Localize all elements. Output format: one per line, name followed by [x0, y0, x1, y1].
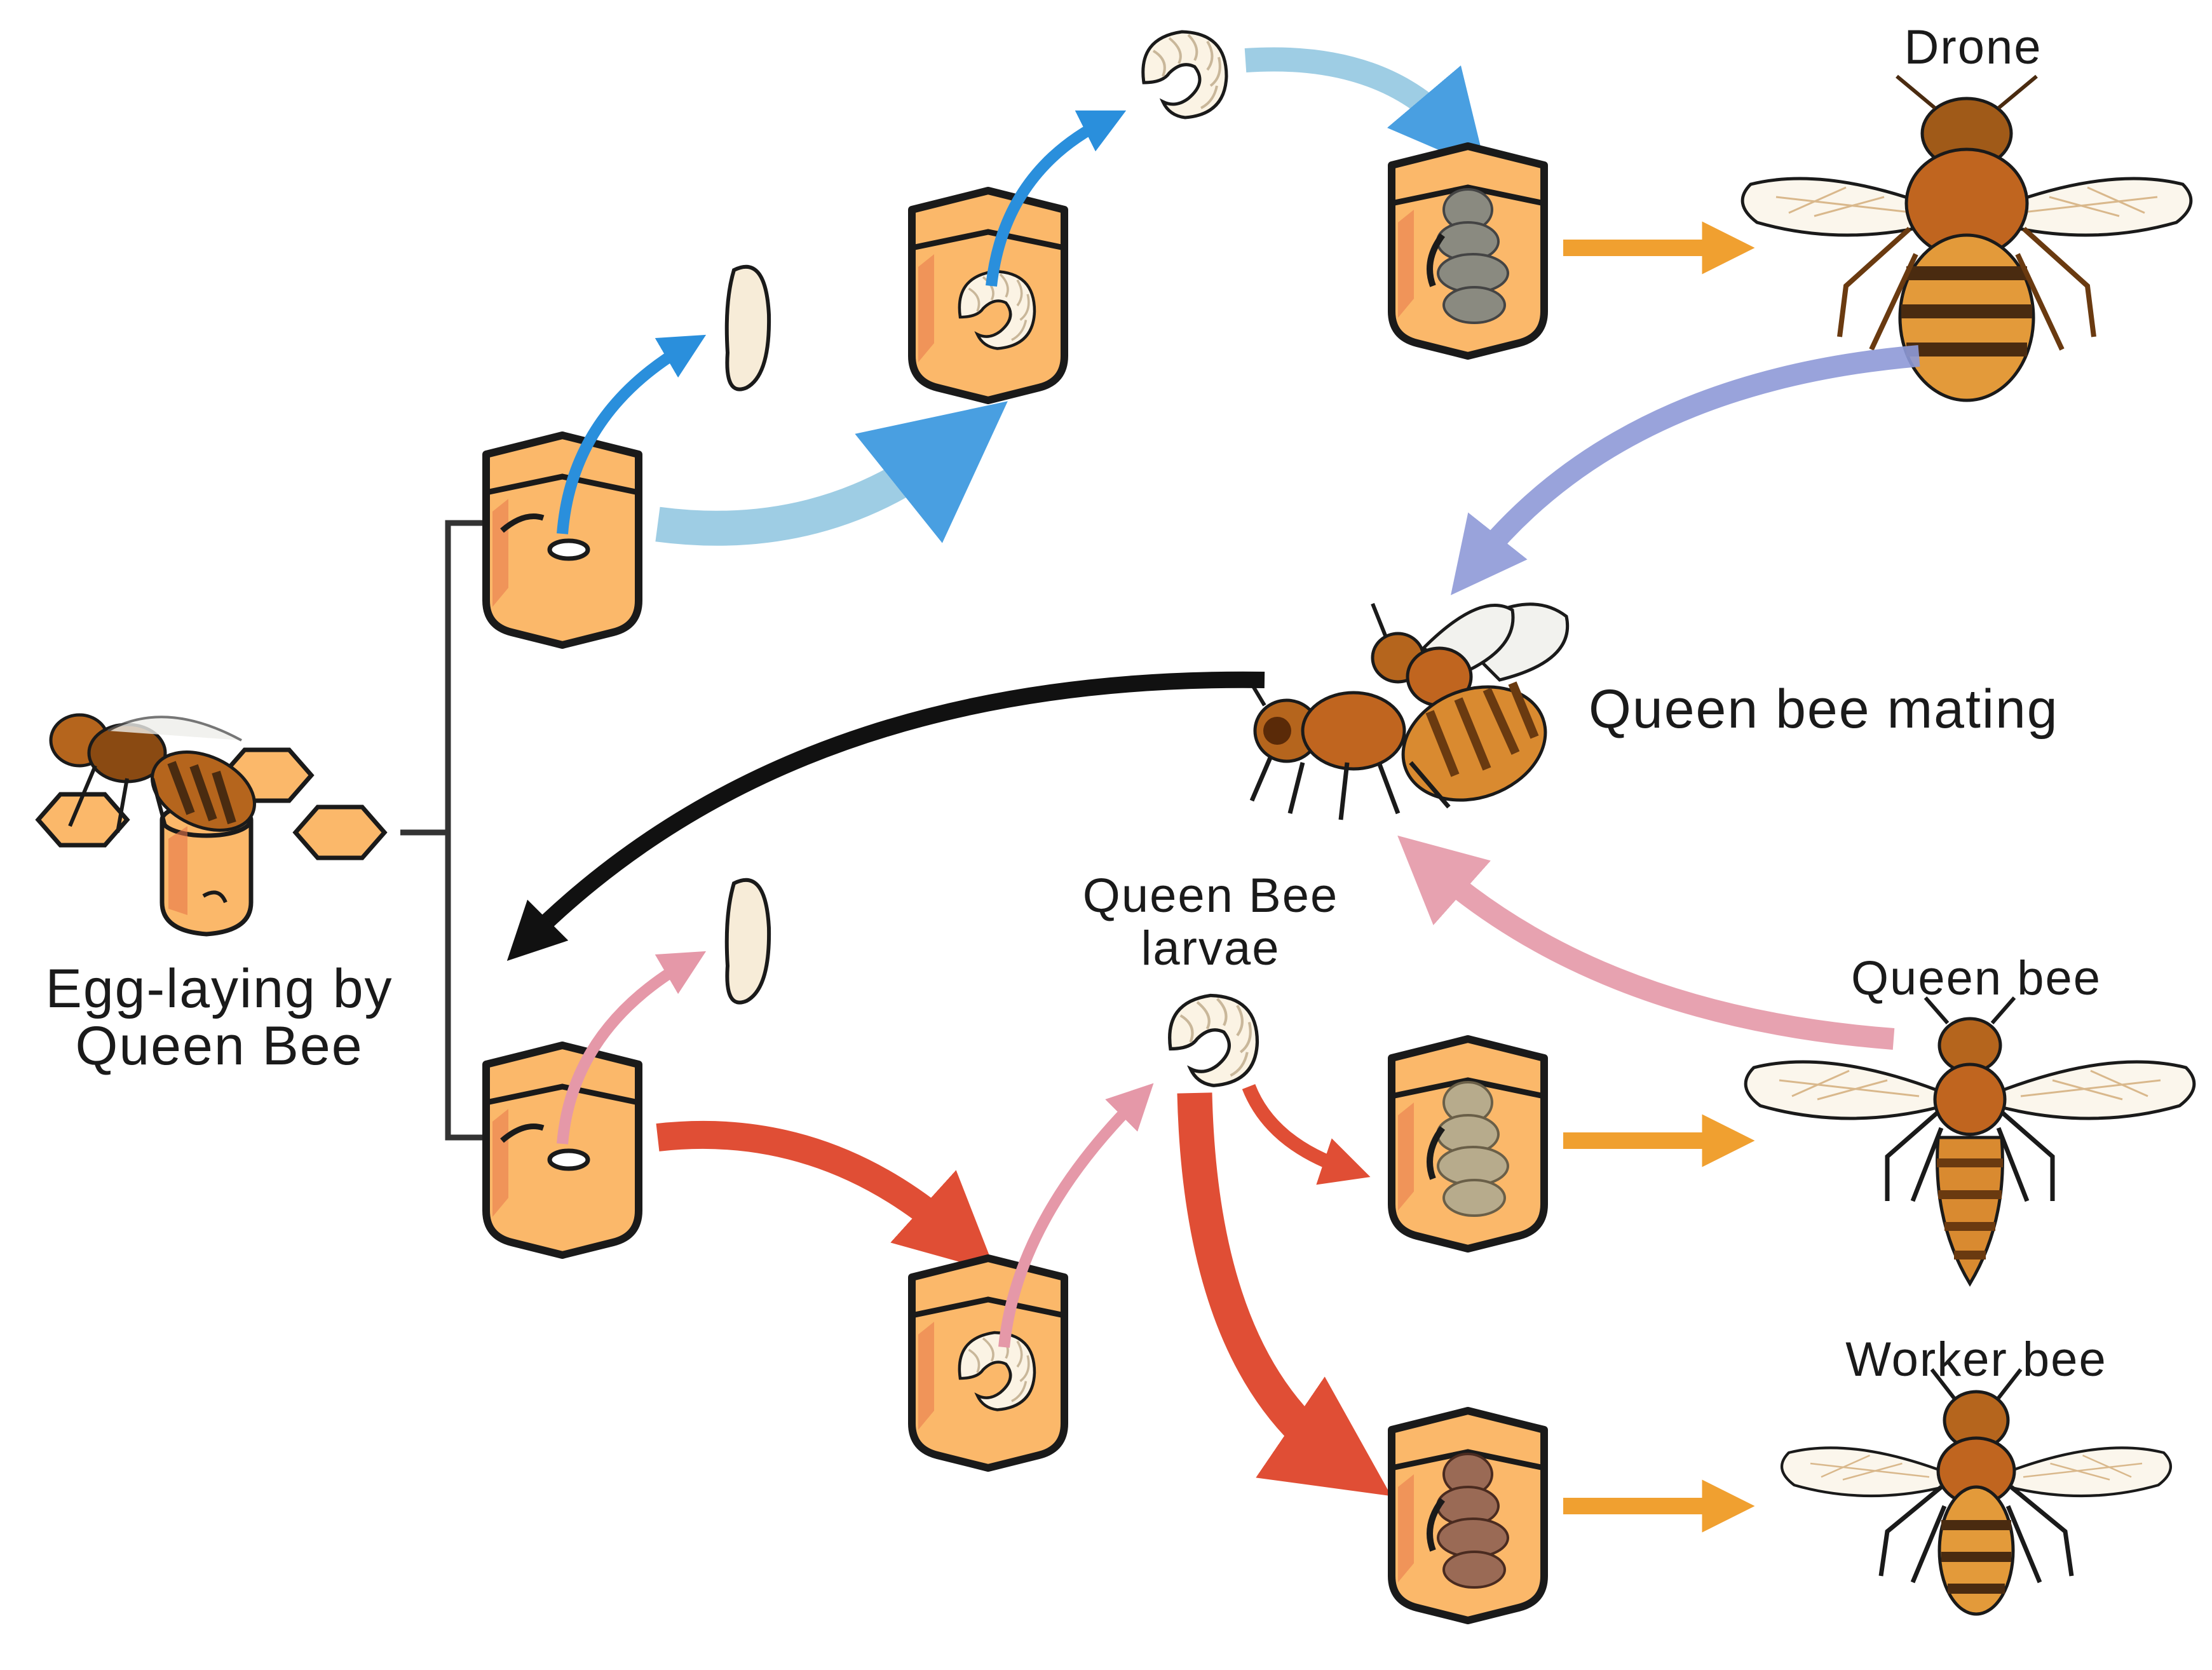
- pupa-cell-icon: [1392, 1411, 1544, 1620]
- larva-icon: [1143, 32, 1226, 118]
- egg-icon: [727, 880, 769, 1003]
- queen-bee-label: Queen bee: [1851, 951, 2101, 1005]
- queen-bee-larvae-label-line2: larvae: [1141, 921, 1280, 975]
- queen-bee-mating-label: Queen bee mating: [1589, 679, 2059, 740]
- arrow-queen-bee-to-mating: [1397, 835, 1895, 1050]
- arrow-larva-to-pupa-cell: [1244, 47, 1487, 170]
- egg-laying-label-line1: Egg-laying by: [45, 958, 393, 1019]
- worker-bee-label: Worker bee: [1845, 1333, 2107, 1387]
- arrow-egg-to-egg-top: [557, 334, 707, 534]
- egg-icon: [727, 267, 769, 390]
- arrow-egg-to-larva-cell: [655, 401, 1008, 546]
- arrow-mating-to-egg-laying: [506, 671, 1265, 961]
- pupa-cell-icon: [1392, 146, 1544, 356]
- arrow-drone-to-mating: [1451, 345, 1920, 595]
- queen-bee-larvae-label-line1: Queen Bee: [1083, 869, 1339, 923]
- arrow-egg-to-larva-cell-bottom: [656, 1120, 996, 1272]
- arrow-larva-to-queen-larva: [998, 1083, 1154, 1348]
- larva-cell-icon: [912, 191, 1064, 400]
- queen-laying-egg-icon: [38, 713, 384, 937]
- egg-cell-icon: [486, 435, 639, 645]
- drone-bee-icon: [1742, 74, 2191, 402]
- egg-laying-label-line2: Queen Bee: [75, 1015, 363, 1076]
- arrow-queen-larva-to-worker-pupa: [1177, 1092, 1392, 1497]
- branch-bracket: [400, 520, 489, 1141]
- egg-cell-icon: [486, 1045, 639, 1255]
- arrow-queen-larva-to-queen-pupa: [1242, 1083, 1371, 1185]
- arrow-egg-to-egg-bottom: [557, 951, 707, 1144]
- larva-cell-icon: [912, 1258, 1064, 1468]
- arrow-larva-to-larva-top: [986, 110, 1127, 287]
- drone-label: Drone: [1904, 20, 2042, 74]
- worker-bee-icon: [1782, 1368, 2171, 1616]
- queen-bee-icon: [1746, 996, 2194, 1287]
- pupa-cell-icon: [1392, 1039, 1544, 1249]
- mating-bees-icon: [1244, 602, 1570, 820]
- larva-icon: [1170, 996, 1258, 1086]
